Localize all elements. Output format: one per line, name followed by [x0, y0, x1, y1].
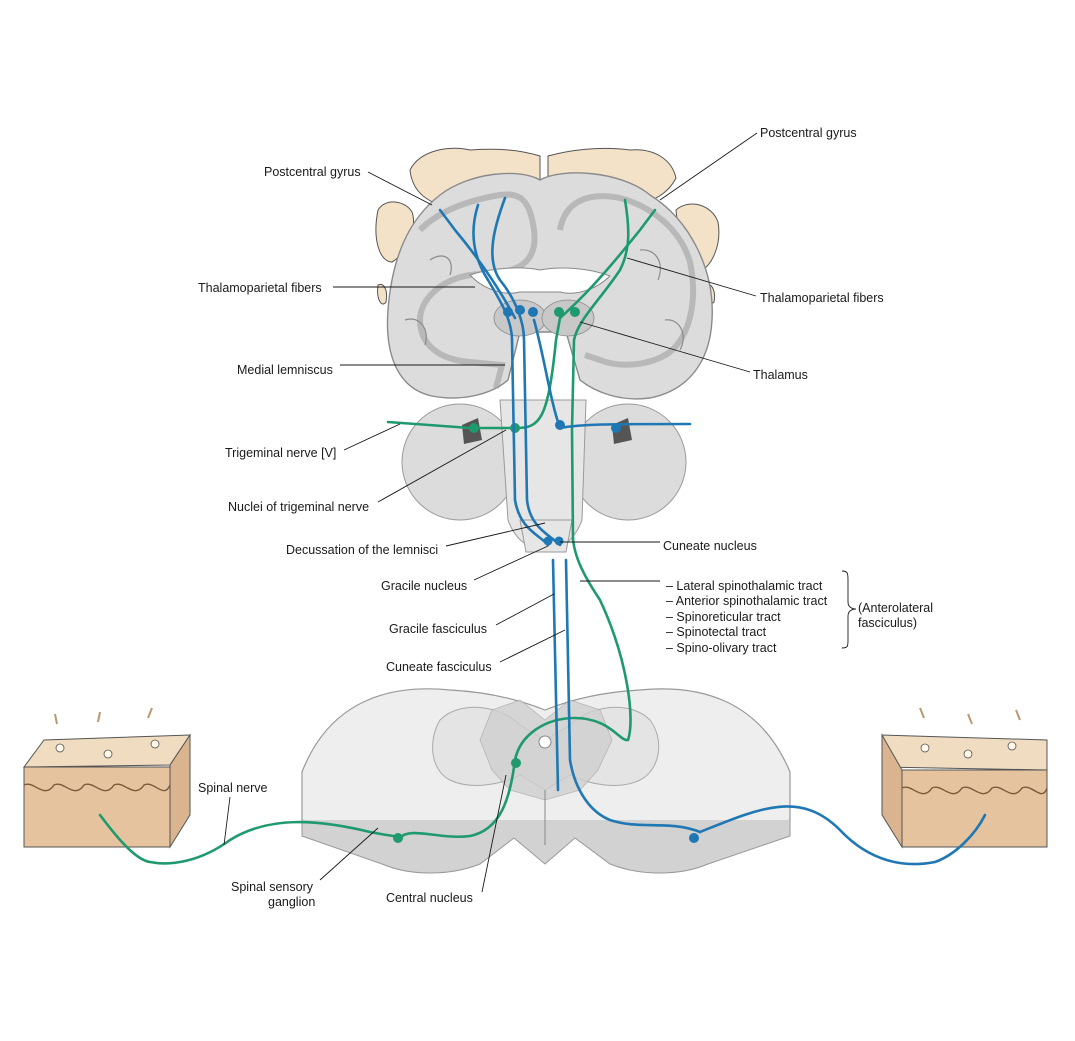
- diagram-labels: Postcentral gyrus Postcentral gyrus Thal…: [198, 126, 933, 909]
- label-cuneate-fasciculus: Cuneate fasciculus: [386, 660, 492, 674]
- skin-block-left: [22, 707, 191, 849]
- label-gracile-nucleus: Gracile nucleus: [381, 579, 467, 593]
- leader-lines: [223, 132, 857, 893]
- label-decussation-lemnisci: Decussation of the lemnisci: [286, 543, 438, 557]
- label-spinal-sensory-ganglion-line1: Spinal sensory: [231, 880, 314, 894]
- label-central-nucleus: Central nucleus: [386, 891, 473, 905]
- label-medial-lemniscus: Medial lemniscus: [237, 363, 333, 377]
- label-nuclei-trigeminal: Nuclei of trigeminal nerve: [228, 500, 369, 514]
- tract-list-item: – Spino-olivary tract: [666, 641, 777, 655]
- blue-peripheral-fiber: [698, 805, 987, 866]
- tract-list-item: – Spinoreticular tract: [666, 610, 781, 624]
- label-postcentral-gyrus-right: Postcentral gyrus: [760, 126, 857, 140]
- tract-list-item: – Anterior spinothalamic tract: [666, 594, 828, 608]
- label-thalamoparietal-fibers-right: Thalamoparietal fibers: [760, 291, 884, 305]
- label-thalamoparietal-fibers-left: Thalamoparietal fibers: [198, 281, 322, 295]
- label-postcentral-gyrus-left: Postcentral gyrus: [264, 165, 361, 179]
- label-anterolateral-fasciculus-line1: (Anterolateral: [858, 601, 933, 615]
- label-trigeminal-nerve: Trigeminal nerve [V]: [225, 446, 336, 460]
- label-anterolateral-fasciculus-line2: fasciculus): [858, 616, 917, 630]
- green-peripheral-fiber: [98, 813, 402, 865]
- label-cuneate-nucleus: Cuneate nucleus: [663, 539, 757, 553]
- tract-list-item: – Lateral spinothalamic tract: [666, 579, 823, 593]
- label-gracile-fasciculus: Gracile fasciculus: [389, 622, 487, 636]
- anterolateral-pathway: [98, 198, 657, 865]
- tract-list-item: – Spinotectal tract: [666, 625, 767, 639]
- label-thalamus: Thalamus: [753, 368, 808, 382]
- spinal-cord-section: [301, 688, 791, 874]
- label-spinal-nerve: Spinal nerve: [198, 781, 268, 795]
- skin-block-right: [881, 707, 1048, 849]
- dorsal-column-pathway: [438, 196, 987, 866]
- label-spinal-sensory-ganglion-line2: ganglion: [268, 895, 315, 909]
